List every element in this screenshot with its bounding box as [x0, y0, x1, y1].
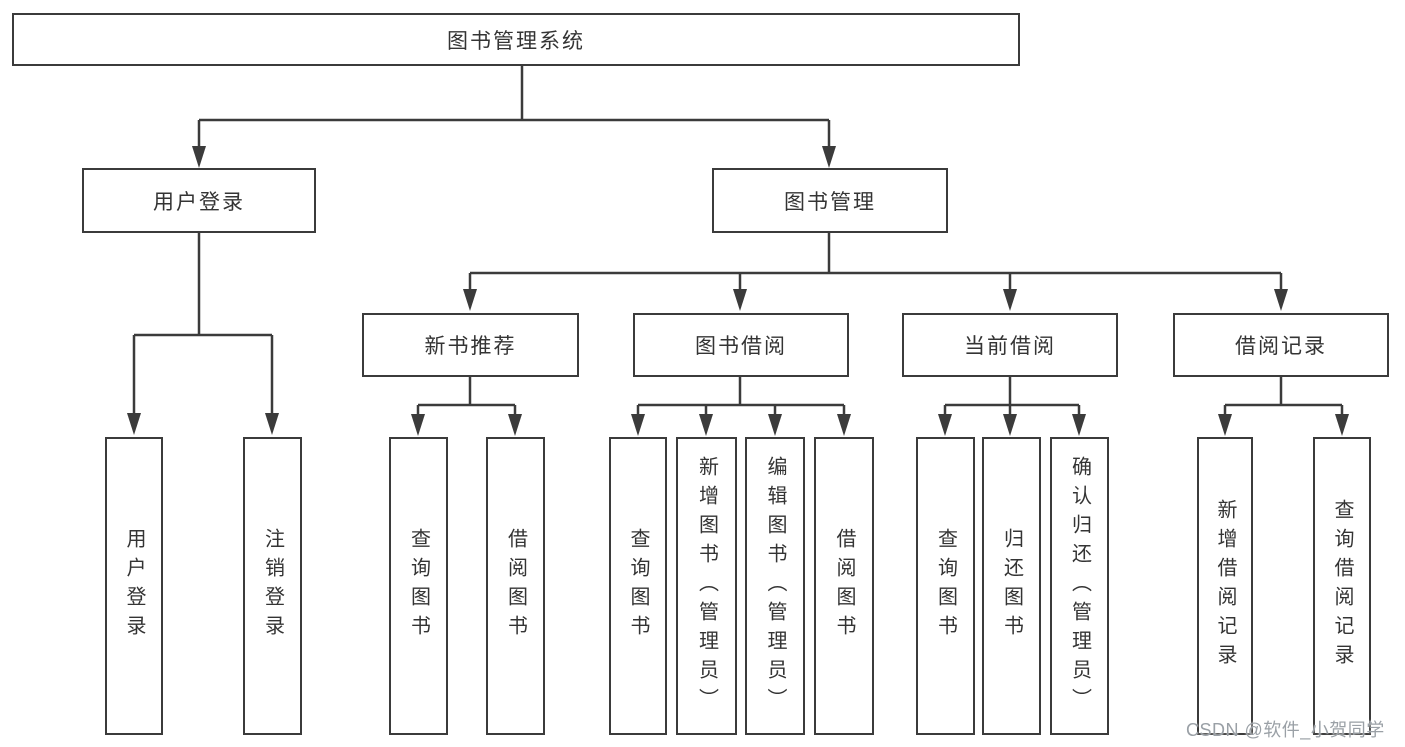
- node-borrowing-records: 借阅记录: [1173, 313, 1389, 377]
- node-label: 查询图书: [407, 528, 430, 644]
- node-label: 借阅记录: [1235, 335, 1327, 358]
- node-label: 新书推荐: [424, 335, 517, 358]
- leaf-edit-books-admin: 编辑图书（管理员）: [745, 437, 805, 735]
- node-label: 借阅图书: [504, 528, 527, 644]
- node-label: 新增图书（管理员）: [695, 455, 718, 717]
- node-label: 用户登录: [153, 190, 245, 214]
- leaf-return-books: 归还图书: [982, 437, 1041, 735]
- leaf-add-books-admin: 新增图书（管理员）: [676, 437, 737, 735]
- node-label: 图书管理: [784, 190, 876, 214]
- node-label: 新增借阅记录: [1214, 499, 1236, 673]
- node-label: 图书借阅: [695, 335, 787, 358]
- node-book-management: 图书管理: [712, 168, 948, 233]
- node-label: 注销登录: [261, 528, 284, 644]
- node-label: 确认归还（管理员）: [1068, 455, 1091, 717]
- node-label: 查询图书: [934, 528, 957, 644]
- leaf-query-books-2: 查询图书: [609, 437, 667, 735]
- node-book-borrowing: 图书借阅: [633, 313, 849, 377]
- leaf-query-borrow-record: 查询借阅记录: [1313, 437, 1371, 735]
- node-current-borrowing: 当前借阅: [902, 313, 1118, 377]
- node-new-book-recommend: 新书推荐: [362, 313, 579, 377]
- leaf-user-login: 用户登录: [105, 437, 163, 735]
- node-user-login: 用户登录: [82, 168, 316, 233]
- node-label: 当前借阅: [964, 335, 1056, 358]
- csdn-watermark: CSDN @软件_小贺同学: [1186, 720, 1385, 740]
- leaf-confirm-return-admin: 确认归还（管理员）: [1050, 437, 1109, 735]
- node-label: 借阅图书: [833, 528, 855, 644]
- leaf-logout: 注销登录: [243, 437, 302, 735]
- leaf-add-borrow-record: 新增借阅记录: [1197, 437, 1253, 735]
- node-library-management-system: 图书管理系统: [12, 13, 1020, 66]
- node-label: 查询图书: [627, 528, 649, 644]
- node-label: 编辑图书（管理员）: [764, 455, 786, 717]
- leaf-borrow-books-2: 借阅图书: [814, 437, 874, 735]
- leaf-query-books-3: 查询图书: [916, 437, 975, 735]
- node-label: 查询借阅记录: [1331, 499, 1353, 673]
- leaf-query-books-1: 查询图书: [389, 437, 448, 735]
- arrowheads: [127, 146, 1349, 436]
- node-label: 用户登录: [123, 528, 145, 644]
- node-label: 图书管理系统: [447, 29, 585, 53]
- node-label: 归还图书: [1000, 528, 1023, 644]
- leaf-borrow-books-1: 借阅图书: [486, 437, 545, 735]
